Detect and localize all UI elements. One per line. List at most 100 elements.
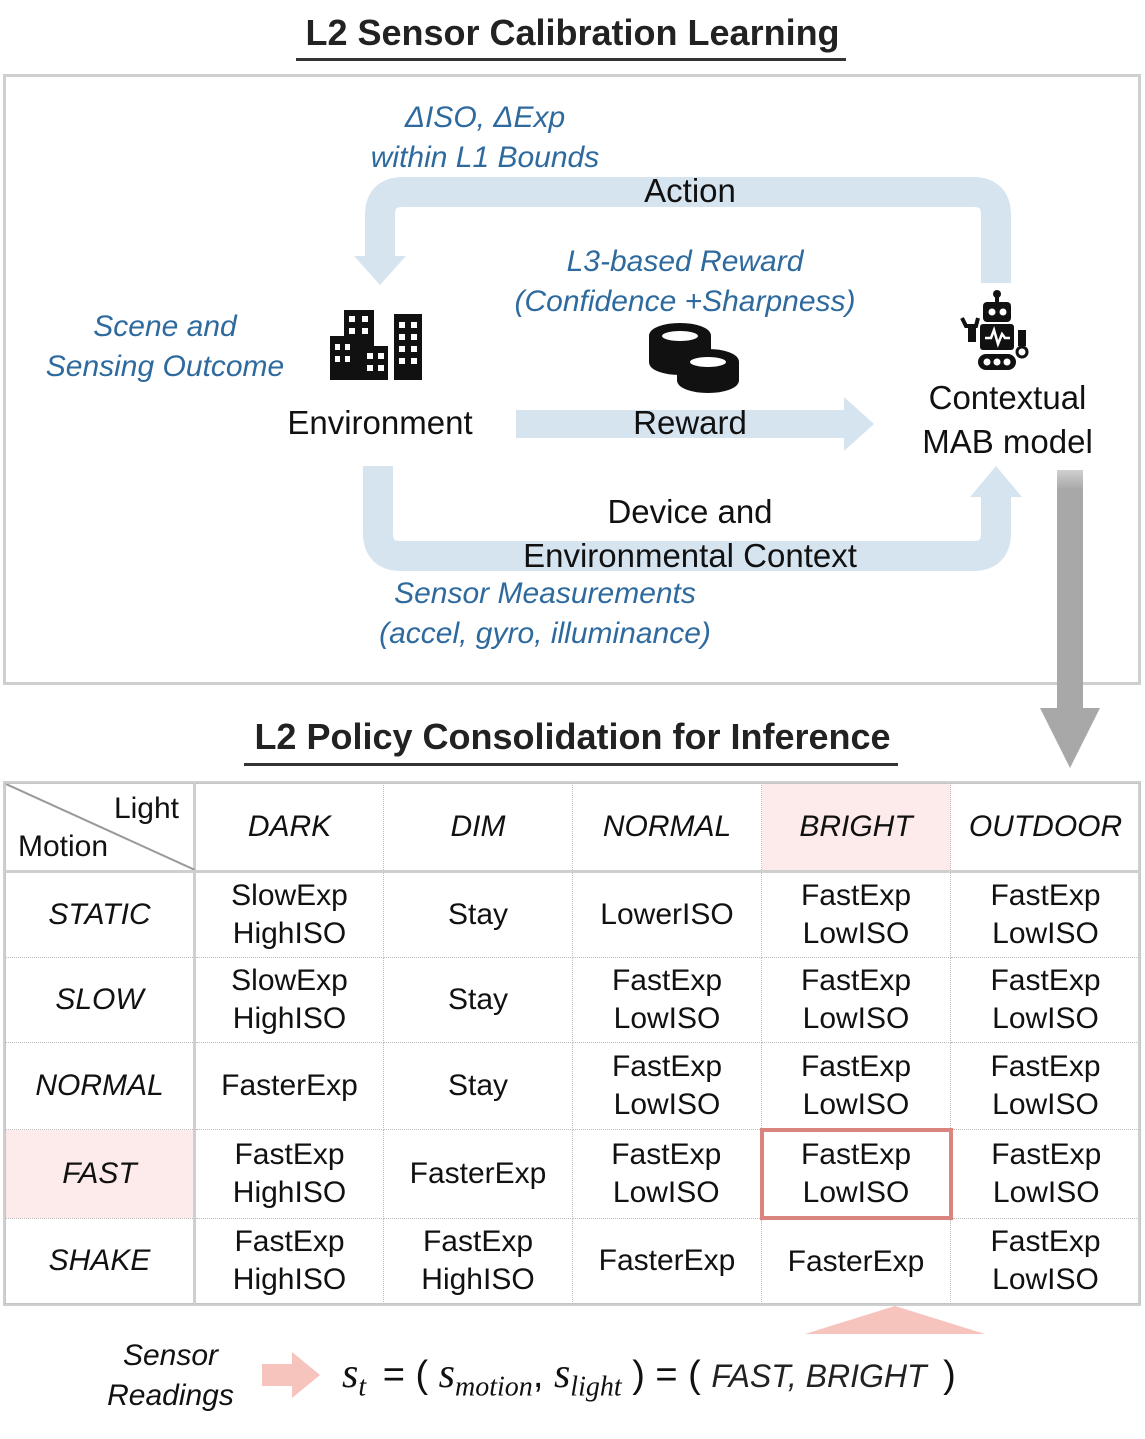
policy-cell: FasterExp	[761, 1217, 951, 1305]
policy-cell: LowerISO	[572, 870, 762, 959]
corner-cell: Light Motion	[5, 783, 196, 873]
policy-table: Light Motion DARK DIM NORMAL BRIGHT OUTD…	[5, 783, 1141, 1305]
context-label-line1: Device and	[607, 493, 773, 530]
sensor-note-line2: (accel, gyro, illuminance)	[379, 617, 711, 650]
corner-light: Light	[113, 792, 179, 825]
reward-note-line1: L3-based Reward	[566, 245, 804, 278]
selection-up-arrow	[805, 1306, 985, 1334]
action-note-line1: ΔISO, ΔExp	[404, 101, 566, 134]
policy-line: FastExp	[611, 964, 723, 998]
eq-close: )	[943, 1354, 956, 1396]
sensor-note-line1: Sensor Measurements	[394, 577, 696, 610]
policy-line: HighISO	[421, 1262, 535, 1296]
environment-label: Environment	[287, 404, 473, 441]
coins-icon	[649, 323, 739, 393]
policy-cell: FasterExp	[194, 1042, 384, 1131]
buildings-icon	[330, 310, 422, 380]
policy-line: LowISO	[613, 1088, 721, 1122]
policy-line: FasterExp	[787, 1244, 925, 1278]
policy-line: FasterExp	[409, 1157, 547, 1191]
scene-note: Scene and Sensing Outcome	[20, 307, 310, 387]
eq-mid: ) = (	[632, 1354, 701, 1396]
policy-line: FasterExp	[598, 1243, 736, 1277]
policy-line: FastExp	[800, 1138, 912, 1172]
policy-line: Stay	[447, 1069, 509, 1103]
motion-header-normal: NORMAL	[5, 1042, 196, 1131]
motion-header-fast: FAST	[5, 1129, 196, 1219]
policy-line: FastExp	[611, 1050, 723, 1084]
learning-loop-diagram	[330, 177, 1029, 571]
policy-line: FastExp	[611, 1138, 722, 1172]
eq-sub-motion: motion	[455, 1371, 533, 1403]
light-header-row: Light Motion DARK DIM NORMAL BRIGHT OUTD…	[5, 783, 1141, 873]
policy-line: HighISO	[232, 1002, 347, 1036]
sensor-input-arrow	[262, 1352, 320, 1398]
action-label: Action	[644, 172, 736, 209]
agent-label: Contextual MAB model	[890, 376, 1125, 464]
policy-line: LowISO	[992, 1002, 1099, 1036]
reward-note: L3-based Reward (Confidence +Sharpness)	[480, 242, 890, 322]
policy-line: FastExp	[990, 1050, 1101, 1084]
policy-line: Stay	[447, 983, 509, 1017]
eq-open: = (	[382, 1354, 429, 1396]
policy-line: HighISO	[232, 917, 347, 951]
policy-line: HighISO	[232, 1176, 347, 1210]
context-label-line2: Environmental Context	[523, 537, 857, 574]
policy-line: LowISO	[992, 1088, 1099, 1122]
sensor-readings-label: Sensor Readings	[88, 1336, 253, 1416]
state-equation: st = ( smotion, slight ) = ( FAST, BRIGH…	[342, 1346, 956, 1416]
light-header-dark: DARK	[194, 783, 384, 873]
motion-header-static: STATIC	[5, 870, 196, 959]
eq-state-value: FAST, BRIGHT	[711, 1358, 927, 1394]
light-header-normal: NORMAL	[572, 783, 762, 873]
reward-note-line2: (Confidence +Sharpness)	[514, 285, 856, 318]
policy-line: LowISO	[802, 1087, 910, 1121]
policy-line: LowISO	[612, 1176, 720, 1210]
eq-s-motion: s	[438, 1351, 456, 1397]
policy-line: LowISO	[992, 917, 1099, 951]
learning-title: L2 Sensor Calibration Learning	[305, 12, 840, 53]
motion-header-shake: SHAKE	[5, 1217, 196, 1305]
policy-line: FastExp	[234, 1224, 345, 1258]
light-header-bright: BRIGHT	[761, 783, 951, 873]
action-note: ΔISO, ΔExp within L1 Bounds	[330, 98, 640, 178]
light-header-dim: DIM	[383, 783, 573, 873]
policy-cell: FasterExp	[572, 1217, 762, 1305]
policy-line: FastExp	[990, 879, 1101, 913]
eq-s-light: s	[553, 1351, 571, 1397]
motion-header-slow: SLOW	[5, 957, 196, 1044]
policy-line: SlowExp	[231, 964, 348, 998]
consolidation-arrow	[1040, 470, 1100, 768]
scene-note-line2: Sensing Outcome	[45, 350, 285, 383]
eq-sub-light: light	[570, 1371, 622, 1403]
eq-comma: ,	[532, 1354, 544, 1396]
policy-line: LowISO	[802, 1002, 910, 1036]
action-arrowhead	[354, 256, 406, 285]
sensor-note: Sensor Measurements (accel, gyro, illumi…	[340, 574, 750, 654]
policy-line: Stay	[447, 898, 509, 932]
policy-cell: FasterExp	[383, 1129, 573, 1219]
policy-line: FastExp	[234, 1138, 345, 1172]
policy-line: LowISO	[992, 1176, 1100, 1210]
context-arrowhead	[970, 466, 1022, 497]
action-arrow	[365, 177, 1011, 283]
policy-line: FasterExp	[221, 1069, 358, 1103]
policy-line: FastExp	[800, 964, 912, 998]
